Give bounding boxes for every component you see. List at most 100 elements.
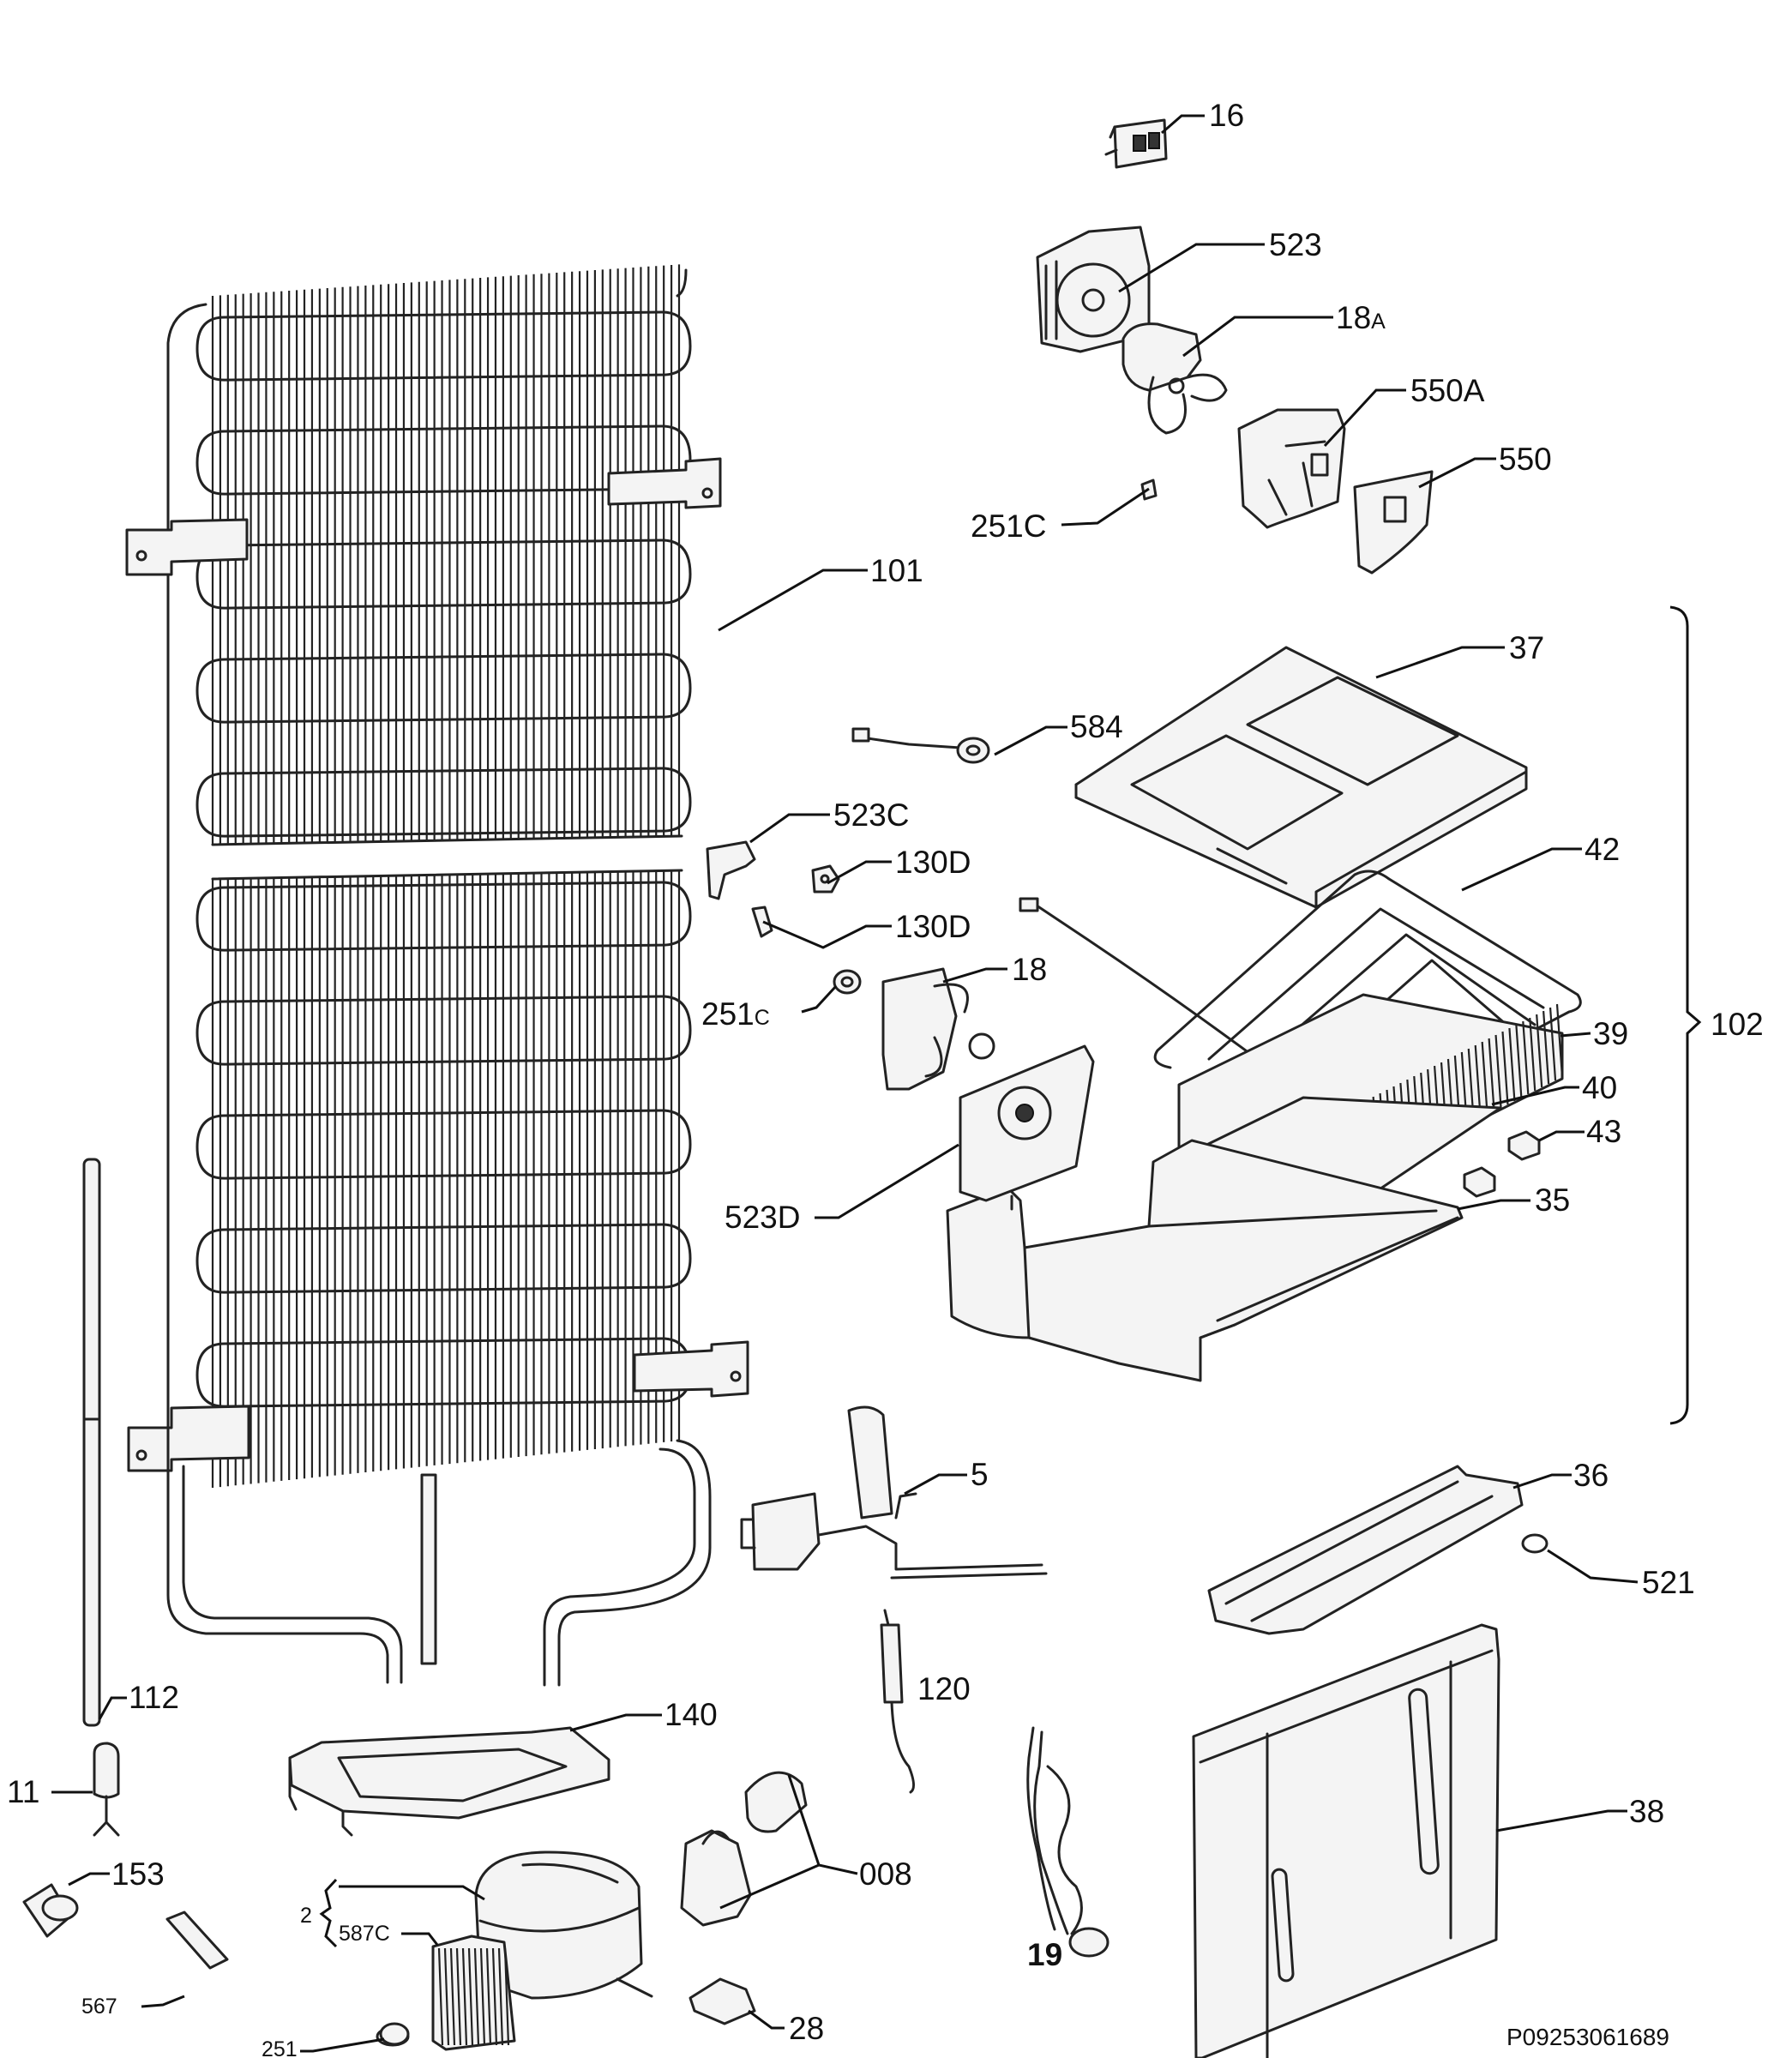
condenser-587C-fin <box>467 1947 474 2046</box>
condenser-bracket-tl <box>125 518 249 576</box>
label-153: 153 <box>111 1856 165 1892</box>
label-251: 251 <box>262 2037 298 2058</box>
base-plate-140 <box>288 1726 610 1837</box>
label-36: 36 <box>1573 1458 1609 1493</box>
leader-lines <box>51 114 1639 2053</box>
evaporator-fin <box>1529 1017 1536 1092</box>
label-550: 550 <box>1499 442 1552 477</box>
condenser-587C-fin <box>473 1947 480 2046</box>
condenser-587C-fin <box>497 1947 504 2046</box>
label-521: 521 <box>1642 1565 1695 1600</box>
label-38: 38 <box>1629 1794 1664 1829</box>
condenser-tube-loops <box>195 310 692 1408</box>
panel-38 <box>1192 1623 1500 2058</box>
grommet-251C-mid <box>833 969 862 995</box>
condenser-587C-fin <box>455 1947 462 2046</box>
compressor-2 <box>376 1850 653 2047</box>
condenser-587C-fin <box>479 1947 486 2046</box>
condenser-587C-fin <box>491 1947 498 2046</box>
drip-tray-35 <box>946 1139 1464 1382</box>
condenser-tube-loop <box>195 995 692 1066</box>
control-cover-550 <box>1353 470 1434 575</box>
condenser-tube-loop <box>195 1337 692 1408</box>
fan-motor-18A <box>1122 322 1228 435</box>
label-18: 18 <box>1012 952 1047 987</box>
label-5: 5 <box>971 1457 989 1492</box>
control-housing-550A <box>1237 408 1346 529</box>
condenser-tube-loop <box>195 881 692 952</box>
label-42: 42 <box>1585 832 1620 867</box>
evaporator-fin <box>1555 1003 1564 1078</box>
label-140: 140 <box>664 1697 718 1732</box>
evaporator-fin <box>1488 1038 1495 1112</box>
condenser-tube-loop <box>195 310 692 382</box>
label-130D-b: 130D <box>895 909 971 944</box>
fan-housing-523 <box>1036 226 1151 353</box>
label-587C: 587C <box>339 1922 390 1946</box>
bracket-523C <box>706 840 756 900</box>
label-16: 16 <box>1209 98 1244 133</box>
clip-130D-b <box>751 906 773 938</box>
condenser-587C-fin <box>461 1947 468 2046</box>
rail-36 <box>1207 1465 1524 1635</box>
label-19: 19 <box>1027 1937 1062 1972</box>
label-101: 101 <box>870 553 923 588</box>
condenser-587C-fins <box>437 1947 510 2046</box>
condenser-587C-fin <box>437 1947 444 2046</box>
label-11: 11 <box>7 1774 39 1809</box>
condenser-587C-fin <box>503 1947 510 2046</box>
label-523: 523 <box>1269 227 1322 262</box>
label-550A: 550A <box>1410 373 1485 408</box>
grommet-251 <box>379 2022 410 2046</box>
condenser-tube-loop <box>195 1223 692 1294</box>
clips-43 <box>1463 1130 1541 1198</box>
label-39: 39 <box>1593 1016 1628 1051</box>
filter-11 <box>93 1742 120 1837</box>
evaporator-fin <box>1548 1007 1557 1081</box>
sensor-584 <box>851 727 990 764</box>
evaporator-cover-37 <box>1074 646 1528 909</box>
relay-008 <box>680 1771 808 1927</box>
label-120: 120 <box>917 1671 971 1706</box>
condenser-fins <box>211 264 681 1488</box>
condenser-587C <box>431 1935 516 2051</box>
tube-112 <box>82 1158 101 1727</box>
label-40: 40 <box>1582 1070 1617 1105</box>
switch-16 <box>1104 118 1168 169</box>
clip-130D-a <box>811 864 840 894</box>
condenser-coil <box>125 264 749 1687</box>
condenser-587C-fin <box>485 1947 492 2046</box>
evaporator-fin <box>1481 1041 1488 1116</box>
evaporator-fin <box>1536 1014 1543 1088</box>
label-35: 35 <box>1535 1182 1570 1218</box>
evaporator-fin <box>1508 1027 1516 1102</box>
label-37: 37 <box>1509 630 1544 665</box>
evaporator-fin <box>1501 1031 1509 1105</box>
valve-5 <box>740 1405 1048 1580</box>
label-2: 2 <box>300 1904 312 1928</box>
thermostat-120 <box>880 1609 915 1794</box>
evaporator-fin <box>1542 1010 1550 1085</box>
condenser-bracket-tr <box>607 457 722 509</box>
label-130D-a: 130D <box>895 845 971 880</box>
label-112: 112 <box>129 1680 179 1715</box>
condenser-tube-loop <box>195 539 692 610</box>
label-008: 008 <box>859 1856 912 1892</box>
fan-motor-18 <box>881 967 995 1091</box>
condenser-tube-loop <box>195 767 692 838</box>
evaporator-fin <box>1515 1024 1523 1098</box>
label-251C-mid: 251C <box>701 996 770 1032</box>
seal-521 <box>1521 1533 1548 1554</box>
evaporator-fin <box>1494 1034 1502 1109</box>
condenser-bracket-bl <box>127 1405 250 1472</box>
document-code: P09253061689 <box>1506 2024 1669 2050</box>
strap-567 <box>165 1911 229 1970</box>
clip-28 <box>689 1977 756 2025</box>
part-153 <box>22 1883 79 1938</box>
label-567: 567 <box>81 1995 117 2019</box>
label-18A: 18A <box>1336 300 1386 335</box>
bracket-102 <box>1669 605 1702 1425</box>
label-584: 584 <box>1070 709 1123 744</box>
label-43: 43 <box>1586 1114 1621 1149</box>
